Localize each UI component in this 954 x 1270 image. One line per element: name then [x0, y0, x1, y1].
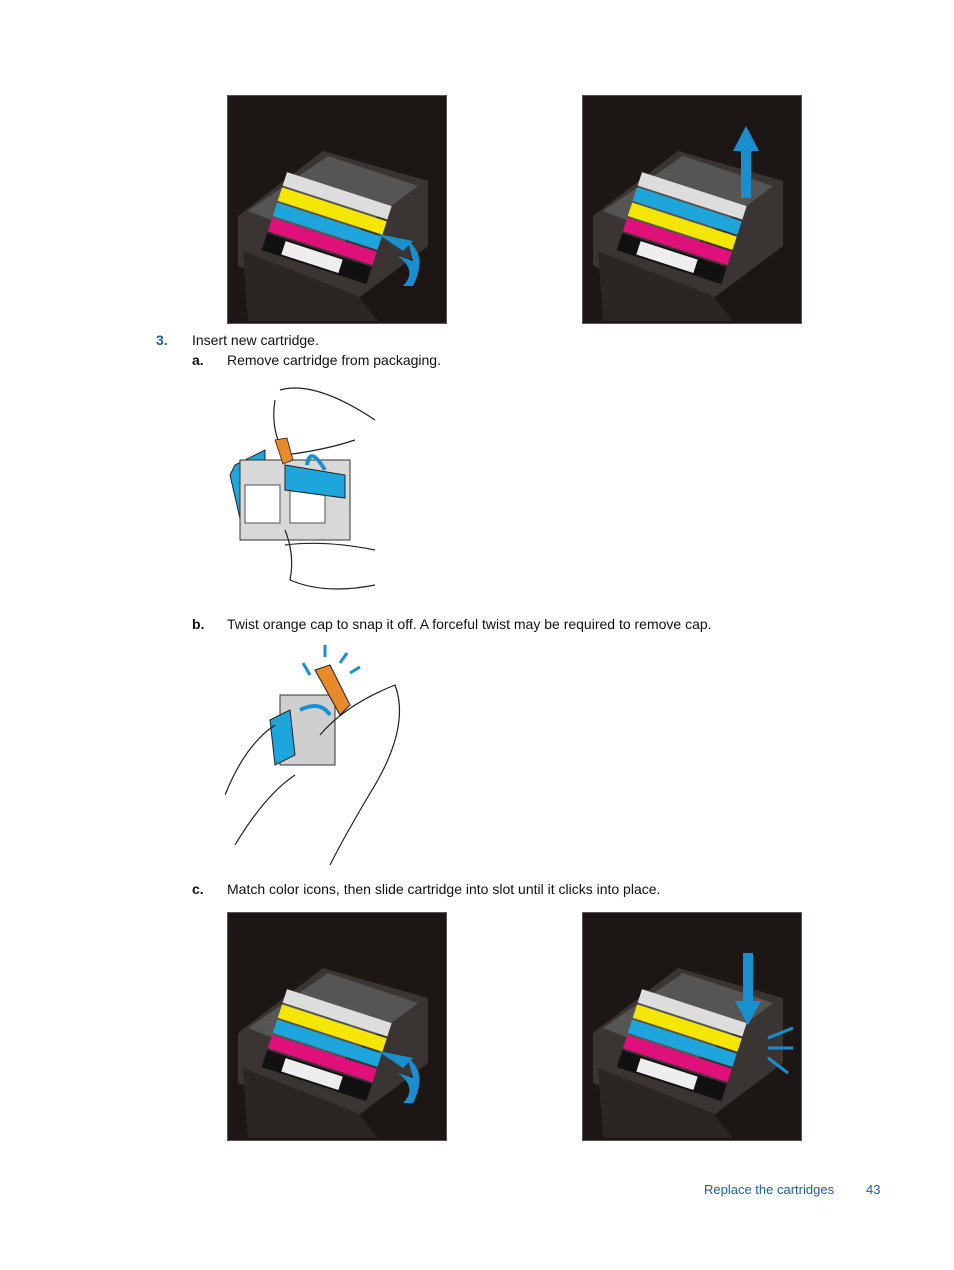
step-number: 3. — [156, 332, 168, 348]
footer-section-title: Replace the cartridges — [704, 1182, 835, 1197]
substep-a-text: Remove cartridge from packaging. — [227, 352, 441, 368]
step-text: Insert new cartridge. — [192, 332, 319, 348]
substep-a-letter: a. — [192, 352, 204, 368]
printer-carriage-remove-cartridge-illustration — [582, 95, 802, 324]
printer-carriage-cartridge-seated-illustration — [582, 912, 802, 1141]
page-number: 43 — [866, 1182, 881, 1197]
substep-c-text: Match color icons, then slide cartridge … — [227, 881, 661, 897]
printer-carriage-insert-cartridge-illustration — [227, 912, 447, 1141]
remove-cartridge-packaging-illustration — [225, 380, 380, 600]
substep-b-text: Twist orange cap to snap it off. A force… — [227, 616, 712, 632]
printer-carriage-press-tab-illustration — [227, 95, 447, 324]
substep-c-letter: c. — [192, 881, 204, 897]
twist-orange-cap-illustration — [225, 645, 415, 865]
substep-b-letter: b. — [192, 616, 205, 632]
